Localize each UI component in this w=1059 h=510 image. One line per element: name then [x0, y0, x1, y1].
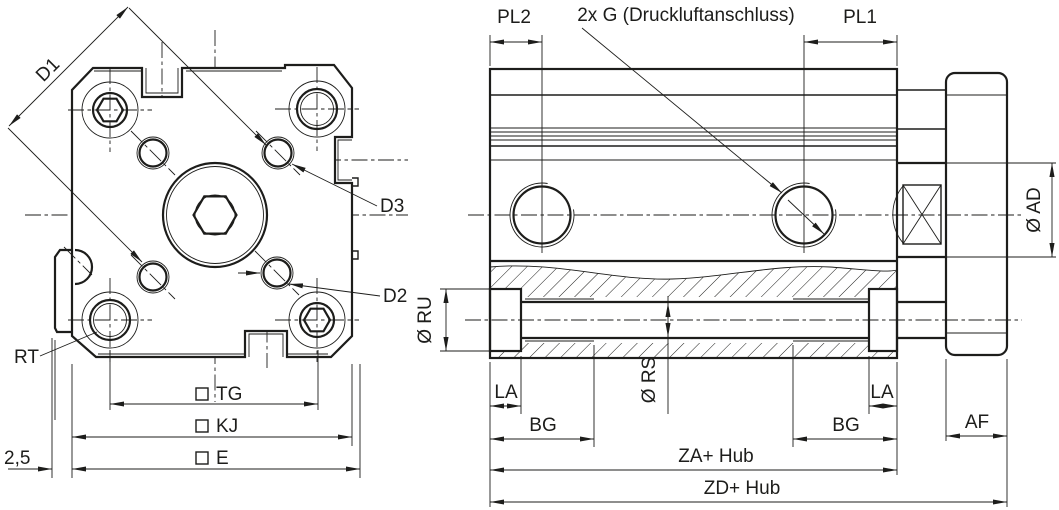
piston-rod-end — [892, 89, 946, 340]
dim-label-e: E — [216, 448, 229, 469]
corner-hole-top-right — [275, 67, 359, 151]
dim-ad: Ø AD — [1007, 162, 1056, 258]
dim-d2: D2 — [238, 270, 407, 307]
bore-lines — [521, 300, 869, 340]
port-callout: 2x G (Druckluftanschluss) — [577, 5, 825, 235]
dim-label-la-left: LA — [494, 382, 518, 403]
side-view-dimensions: LA BG LA BG AF ZA+ Hub ZD+ Hub — [489, 345, 1008, 507]
cylinder-body — [488, 67, 899, 360]
side-view: PL2 PL1 2x G (Druckluftanschluss) Ø AD Ø… — [415, 5, 1056, 507]
dim-label-zd: ZD+ Hub — [704, 478, 781, 499]
dim-ru: Ø RU — [415, 288, 490, 352]
corner-hole-bottom-right — [275, 278, 359, 362]
thread-lines — [525, 298, 869, 342]
port-extension-lines — [541, 35, 805, 253]
port-callout-label: 2x G (Druckluftanschluss) — [577, 5, 795, 26]
dim-rs: Ø RS — [639, 296, 671, 414]
dim-label-rs: Ø RS — [639, 357, 660, 403]
corner-hole-bottom-left — [68, 278, 152, 362]
wrench-flats — [902, 184, 942, 245]
dim-label-bg-right: BG — [832, 415, 859, 436]
center-hex-socket — [161, 161, 269, 269]
square-symbol-kj — [195, 419, 209, 433]
dim-label-d1: D1 — [32, 54, 64, 86]
edge-lip — [352, 177, 359, 260]
dim-label-d3: D3 — [380, 196, 404, 217]
dim-label-ru: Ø RU — [415, 296, 436, 344]
dim-label-za: ZA+ Hub — [678, 446, 754, 467]
dim-label-d2: D2 — [383, 286, 407, 307]
dim-label-kj: KJ — [216, 416, 238, 437]
end-plate — [944, 71, 1009, 357]
dim-label-af: AF — [965, 412, 989, 433]
square-symbol-tg — [195, 387, 209, 401]
dim-label-rt: RT — [14, 347, 39, 368]
dim-label-la-right: LA — [870, 382, 894, 403]
half-round-notch — [74, 248, 94, 286]
square-symbol-e — [195, 451, 209, 465]
dim-d3: D3 — [291, 163, 404, 217]
dim-label-tg: TG — [216, 384, 242, 405]
front-view: D1 D3 D2 RT TG KJ E — [4, 6, 408, 478]
front-view-dimensions: TG KJ E 2,5 — [4, 338, 361, 478]
dim-pl2: PL2 — [489, 7, 542, 66]
dim-pl1: PL1 — [804, 7, 898, 66]
dim-label-ad: Ø AD — [1024, 187, 1045, 232]
bolt-circle-holes — [130, 130, 301, 300]
mounting-tab — [53, 248, 72, 334]
dim-label-bg-left: BG — [529, 415, 556, 436]
break-line — [489, 265, 898, 280]
dim-label-offset: 2,5 — [4, 448, 30, 469]
dim-rt: RT — [14, 331, 98, 368]
dim-label-pl2: PL2 — [497, 7, 531, 28]
dim-label-pl1: PL1 — [843, 7, 877, 28]
guide-rod — [897, 300, 946, 340]
